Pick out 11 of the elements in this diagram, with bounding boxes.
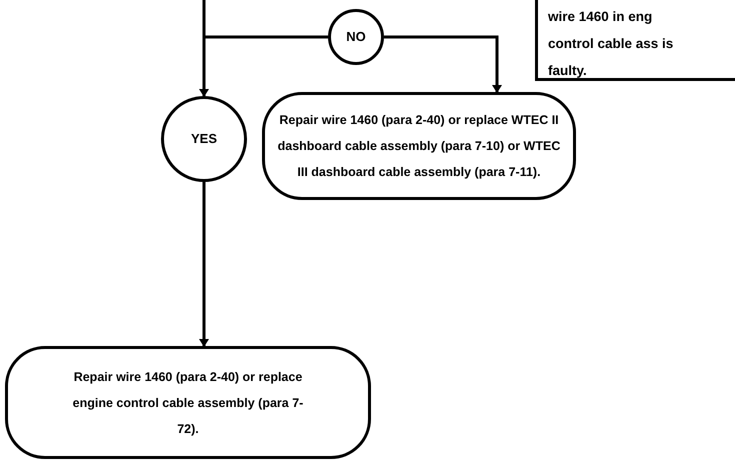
instruction-text: wire 1460 in eng control cable ass is faulty. <box>548 8 674 80</box>
instruction-text: Repair wire 1460 (para 2-40) or replace WTEC II dashboard cable assembly (para 7-10) or WTEC III dashboard cable assembly (para 7-11). <box>276 112 562 181</box>
decision-label: YES <box>190 130 217 148</box>
flow-line <box>202 0 328 38</box>
decision-label: NO <box>346 28 366 46</box>
action-terminal <box>262 92 576 200</box>
flow-arrow <box>384 36 502 93</box>
note-box <box>535 0 735 81</box>
flow-arrow <box>199 182 209 347</box>
action-terminal <box>5 346 371 459</box>
instruction-text: Repair wire 1460 (para 2-40) or replace engine control cable assembly (para 7-72). <box>72 368 304 438</box>
